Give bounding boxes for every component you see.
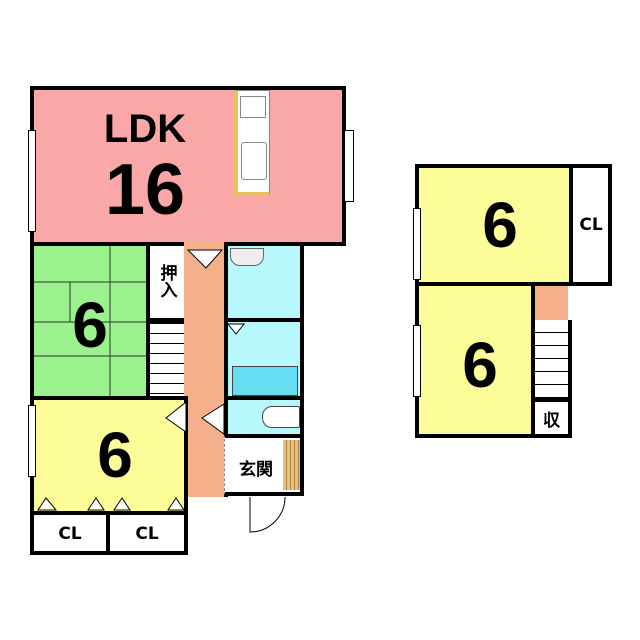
landing-2f <box>535 286 568 321</box>
stove-icon <box>240 96 266 118</box>
ldk-room <box>30 86 346 246</box>
closet-2f-label: CL <box>579 215 603 235</box>
washbasin-icon <box>230 248 264 266</box>
window <box>344 130 354 202</box>
closet-2 <box>106 511 188 555</box>
western-room-size: 6 <box>97 419 133 491</box>
closet-2f <box>569 164 612 286</box>
ldk-size: 16 <box>104 150 186 230</box>
oshiire-label: 押入 <box>156 264 177 298</box>
washitsu-size: 6 <box>72 289 108 361</box>
window <box>28 405 36 477</box>
stairs-floor2[interactable] <box>531 320 572 402</box>
sink-icon <box>241 142 267 180</box>
western-room <box>30 396 188 515</box>
window <box>28 130 36 232</box>
ldk-label: LDK <box>103 106 187 151</box>
window <box>413 325 421 397</box>
entrance-label: 玄関 <box>239 459 273 480</box>
bathtub-icon <box>232 366 298 396</box>
storage-2f-label: 収 <box>543 410 560 431</box>
closet-1 <box>30 511 110 555</box>
closet-2-label: CL <box>135 524 159 544</box>
window <box>413 208 421 280</box>
storage-2f <box>531 398 572 438</box>
room-2f-top <box>415 164 573 286</box>
room-2f-top-size: 6 <box>482 189 518 261</box>
toilet-icon <box>262 406 300 428</box>
shoe-cabinet <box>283 440 300 490</box>
room-2f-bottom-size: 6 <box>462 329 498 401</box>
closet-1-label: CL <box>58 524 82 544</box>
